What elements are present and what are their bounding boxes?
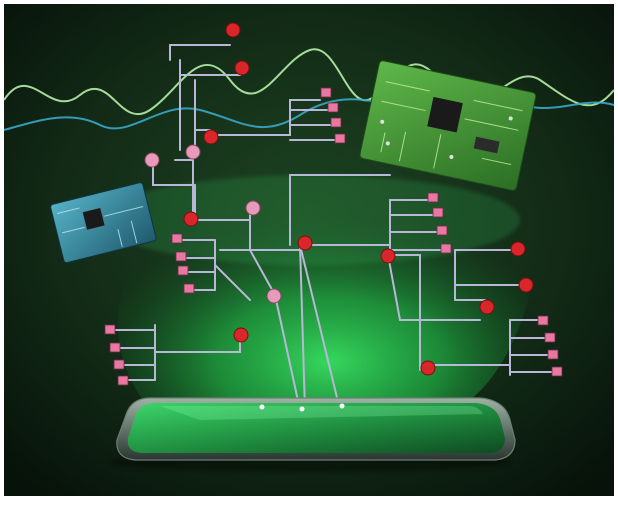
smartphone [110,397,516,472]
terminal-connectors [104,87,563,386]
phone-screen [127,403,506,453]
network-wires [109,44,557,411]
pink-nodes [144,144,282,304]
red-nodes [183,22,534,376]
circuit-board-blue [50,182,157,264]
circuit-board-green [359,60,537,191]
